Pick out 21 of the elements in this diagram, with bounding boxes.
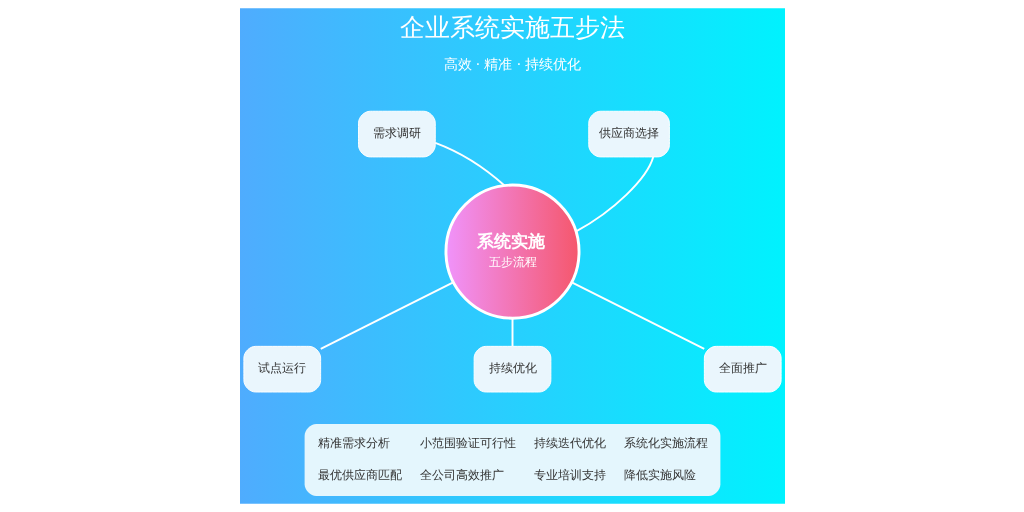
label: 降低实施风险 (623, 468, 696, 483)
connector (319, 281, 454, 350)
node-box: 全面推广 (703, 345, 782, 393)
label: 持续迭代优化 (533, 435, 606, 450)
node-circle: 系统实施 五步流程 (444, 183, 580, 320)
label: 高效 · 精准 · 持续优化 (443, 56, 581, 73)
label: 全公司高效推广 (419, 468, 504, 483)
connector (570, 281, 705, 350)
connector (511, 317, 513, 348)
label: 专业培训支持 (533, 468, 606, 483)
node-box: 试点运行 (242, 345, 321, 393)
label: 系统化实施流程 (623, 435, 708, 450)
connector (433, 141, 505, 187)
connector (574, 156, 654, 233)
node-box: 持续优化 (473, 345, 551, 393)
node-box: 供应商选择 (587, 110, 670, 158)
node-box: 需求调研 (357, 110, 436, 158)
label: 小范围验证可行性 (419, 435, 516, 450)
label: 精准需求分析 (317, 435, 390, 450)
label: 最优供应商匹配 (317, 468, 402, 483)
diagram-title: 企业系统实施五步法 (399, 13, 625, 43)
